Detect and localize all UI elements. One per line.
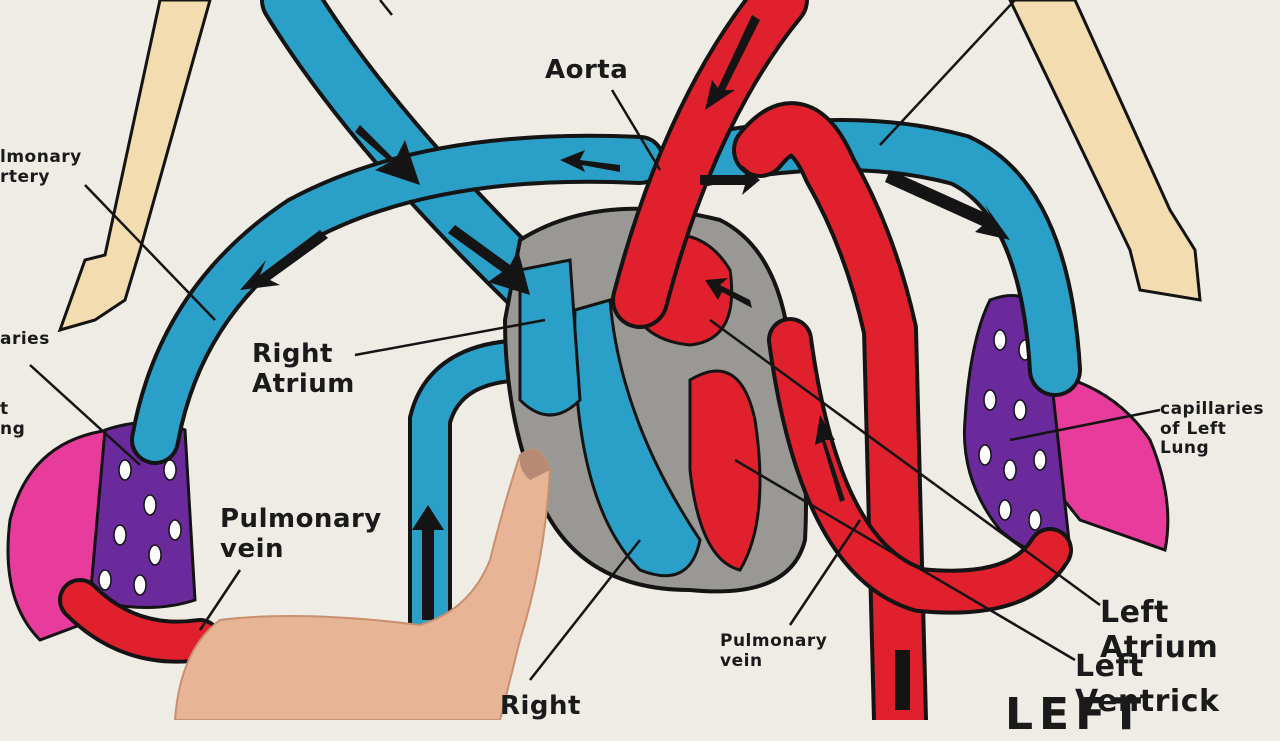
label-aorta: Aorta: [545, 55, 629, 85]
capillary-holes: [98, 329, 1047, 596]
label-pulmonary-artery: lmonary rtery: [0, 147, 82, 187]
circulatory-system-diagram: [6, 0, 1202, 720]
right-atrium-chamber: [518, 258, 582, 417]
label-capillaries-left-lung: capillaries of Left Lung: [1160, 399, 1265, 459]
right-ventricle-chamber: [573, 298, 702, 578]
label-capillaries-right-lung: aries: [0, 329, 50, 349]
label-right-atrium: Right Atrium: [252, 339, 355, 399]
oxygenated-vessels: [58, 0, 1073, 720]
label-left-ventricle: Left Ventrick: [1075, 649, 1220, 719]
label-right-ventricle: Right: [500, 691, 581, 721]
left-arm: [57, 0, 212, 333]
pointing-finger: [173, 449, 552, 720]
label-left-atrium: Left Atrium: [1100, 595, 1219, 665]
flow-arrows: [240, 15, 1010, 710]
label-left-heading: LEFT: [1005, 689, 1148, 740]
leader-lines: [29, 0, 1161, 681]
fingernail: [519, 450, 550, 480]
left-ventricle-chamber: [688, 369, 762, 572]
right-arm: [1008, 0, 1202, 302]
label-pulmonary-vein-left: Pulmonary vein: [220, 504, 382, 564]
label-pulmonary-vein-center: Pulmonary vein: [720, 631, 828, 671]
label-lung-fragment: t ng: [0, 399, 26, 439]
